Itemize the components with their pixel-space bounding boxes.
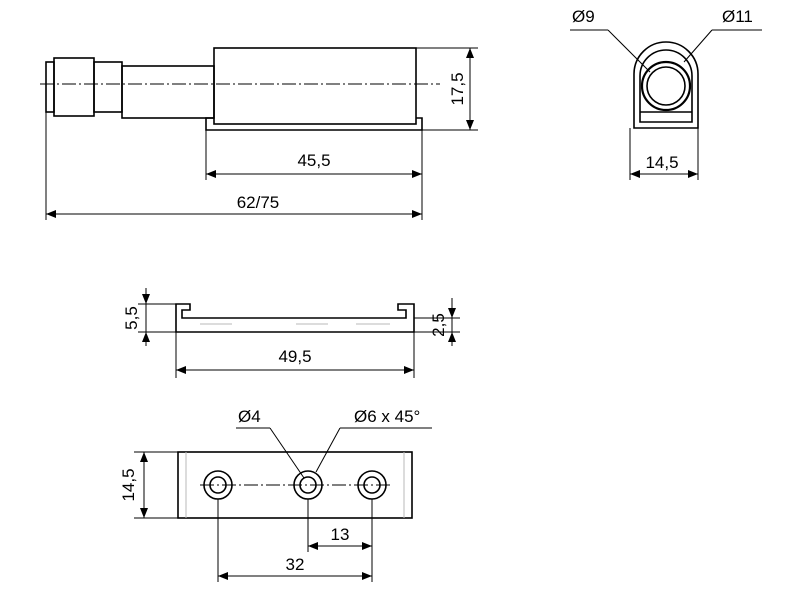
inner-diameter-leader bbox=[607, 29, 651, 73]
height-dimension-label: 17,5 bbox=[448, 72, 467, 105]
inner-diameter-label: Ø9 bbox=[572, 7, 595, 26]
outer-diameter-leader bbox=[683, 29, 713, 63]
housing-body bbox=[213, 47, 417, 125]
end-width-label: 14,5 bbox=[645, 153, 678, 172]
outer-circle bbox=[640, 60, 692, 112]
hole-diameter-label: Ø4 bbox=[238, 407, 261, 426]
overall-length-label: 62/75 bbox=[237, 193, 280, 212]
countersink-leader bbox=[315, 427, 341, 473]
rail-length-label: 49,5 bbox=[278, 347, 311, 366]
end-inner-profile bbox=[639, 49, 693, 123]
base-length-label: 45,5 bbox=[297, 151, 330, 170]
plunger-cap bbox=[53, 57, 95, 117]
plunger-tip bbox=[45, 61, 55, 113]
inner-circle bbox=[646, 66, 686, 106]
hole-spacing-label: 13 bbox=[331, 525, 350, 544]
plunger-collar bbox=[93, 61, 123, 113]
rail-right-height-label: 2,5 bbox=[429, 313, 448, 337]
plate-width-label: 14,5 bbox=[119, 468, 138, 501]
rail-profile bbox=[175, 303, 415, 333]
rail-view: 5,5 2,5 49,5 bbox=[122, 288, 460, 378]
outer-hole-spacing-label: 32 bbox=[286, 555, 305, 574]
plunger-shaft bbox=[121, 65, 215, 119]
side-view: 17,5 45,5 62/75 bbox=[40, 47, 478, 220]
housing-base bbox=[205, 117, 423, 131]
hole-diameter-leader bbox=[269, 427, 305, 479]
end-outer-profile bbox=[633, 41, 699, 129]
outer-diameter-label: Ø11 bbox=[722, 7, 753, 26]
rail-left-height-label: 5,5 bbox=[122, 306, 141, 330]
countersink-label: Ø6 x 45° bbox=[354, 407, 420, 426]
plate-view: Ø4 Ø6 x 45° 14,5 13 32 bbox=[119, 407, 432, 582]
plate-outline bbox=[177, 451, 413, 519]
end-view: Ø9 Ø11 14,5 bbox=[570, 7, 762, 180]
